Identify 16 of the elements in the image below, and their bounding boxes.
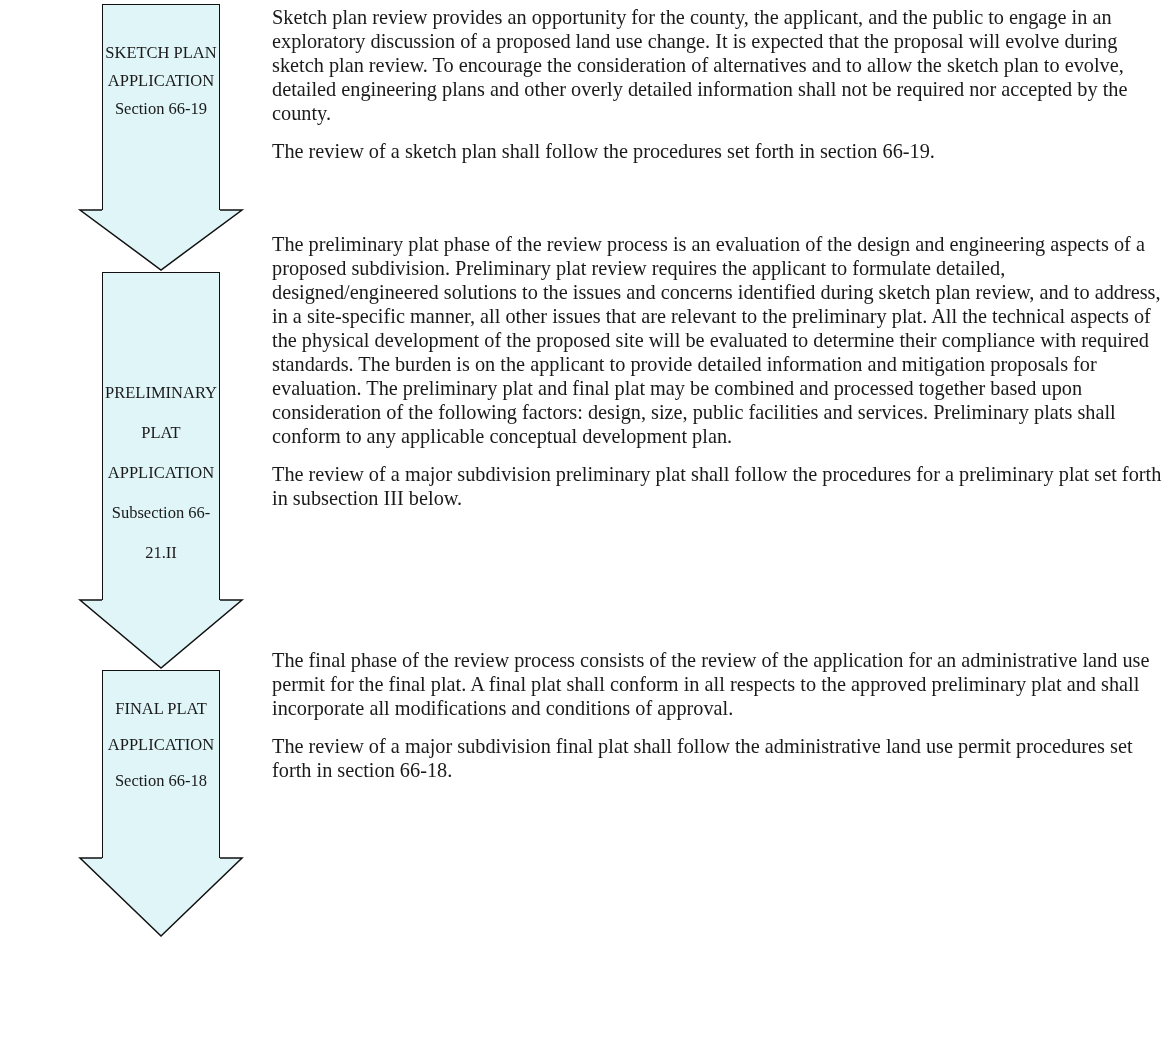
step-title: FINAL PLAT APPLICATION [106,698,216,756]
section-reference: Section 66-18 [114,770,208,792]
description-paragraph: The review of a sketch plan shall follow the procedures set forth in section 66-19. [272,139,936,163]
description-paragraph: Sketch plan review provides an opportunity for the county, the applicant, and the public to engage in an exploratory discussion of a proposed land use change. It is expected that the proposal will evolve during sketch plan review. To encourage the consideration of alternatives and to allow the sketch plan to evolve, detailed engineering plans and other overly detailed information shall not be required nor accepted by the county. [272,5,1129,125]
section-reference: Section 66-19 [114,98,208,120]
step-title: PRELIMINARY PLAT APPLICATION [104,382,218,484]
block-arrow-head [77,209,245,271]
step-title: SKETCH PLAN APPLICATION [104,42,218,92]
description-paragraph: The review of a major subdivision final plat shall follow the administrative land use permit procedures set forth in section 66-18. [272,734,1134,782]
block-arrow-head [77,599,245,669]
step-box [102,670,220,859]
block-arrow-head [78,857,244,938]
description-paragraph: The preliminary plat phase of the review process is an evaluation of the design and engineering aspects of a proposed subdivision. Preliminary plat review requires the applicant to formulate detailed, designed/engineered solutions to the issues and concerns identified during sketch plan review, and to address, in a site-specific manner, all other issues that are relevant to the preliminary plat. All the technical aspects of the physical development of the proposed site will be evaluated to determine their compliance with required standards. The burden is on the applicant to provide detailed information and mitigation proposals for evaluation. The preliminary plat and final plat may be combined and processed together based upon consideration of the following factors: design, size, public facilities and services. Preliminary plats shall conform to any applicable conceptual development plan. [272,232,1162,448]
section-reference: Subsection 66-21.II [110,502,212,564]
description-paragraph: The final phase of the review process consists of the review of the application for an administrative land use permit for the final plat. A final plat shall conform in all respects to the approved preliminary plat and shall incorporate all modifications and conditions of approval. [272,648,1151,720]
description-paragraph: The review of a major subdivision preliminary plat shall follow the procedures for a preliminary plat set forth in subsection III below. [272,462,1163,510]
